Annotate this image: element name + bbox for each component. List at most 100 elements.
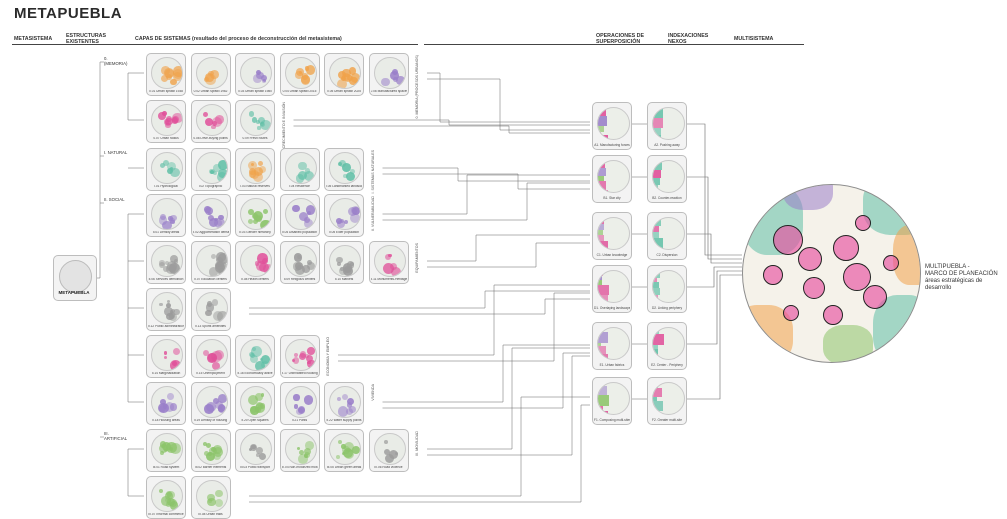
page-title: METAPUEBLA: [14, 5, 123, 22]
layer-tile[interactable]: II.10 Markets: [324, 241, 364, 284]
indexation-tile[interactable]: B2. Counter-reaction: [647, 155, 687, 203]
layer-tile[interactable]: 0.07 Urban radius: [146, 100, 186, 143]
layer-map-thumbnail: [151, 245, 183, 277]
layer-caption: 0.09 Fresh routes: [242, 137, 268, 141]
layer-tile[interactable]: 0.02 Urban sprawl 1962: [190, 53, 231, 96]
layer-tile[interactable]: II.14 Marginalization: [146, 335, 186, 378]
layer-caption: III.05 Urban green areas: [326, 466, 362, 470]
layer-caption: II.20 Open squares: [241, 419, 269, 423]
header-rule-left: [12, 44, 418, 45]
layer-tile[interactable]: 0.09 Fresh routes: [235, 100, 275, 143]
layer-tile[interactable]: II.17 Uninhabited housing: [279, 335, 320, 378]
indexation-map-thumbnail: [652, 160, 685, 193]
operation-tile[interactable]: F1. Composing multi-sites: [592, 377, 632, 425]
layer-tile[interactable]: III.02 Barrier elements: [190, 429, 231, 472]
layer-map-thumbnail: [195, 245, 228, 277]
operation-tile[interactable]: A1. Manufacturing forces: [592, 102, 632, 150]
layer-tile[interactable]: III.04 Non-motorized mob.: [279, 429, 320, 472]
layer-map-thumbnail: [329, 245, 361, 277]
layer-tile[interactable]: II.13 Sports amenities: [190, 288, 231, 331]
layer-tile[interactable]: II.05 Elder population: [324, 194, 364, 237]
row-label: Equipamientos: [415, 243, 419, 273]
indexation-tile[interactable]: D2. Linking periphery: [647, 265, 687, 313]
layer-caption: 0.01 Urban sprawl 1938: [149, 90, 183, 94]
layer-tile[interactable]: 0.04 Urban sprawl 2015: [279, 53, 320, 96]
connector-line: [338, 292, 590, 362]
operation-tile[interactable]: D1. Overlaying landscapes: [592, 265, 632, 313]
layer-caption: I.05 Landmarked landscape: [326, 185, 362, 189]
connector-line: [427, 72, 590, 123]
layer-tile[interactable]: 0.05 Urban sprawl 2025: [324, 53, 364, 96]
layer-tile[interactable]: II.07 Education centers: [190, 241, 231, 284]
connector-line: [687, 176, 742, 260]
layer-caption: 0.05 Urban sprawl 2025: [327, 90, 361, 94]
layer-map-thumbnail: [373, 433, 406, 465]
operation-tile[interactable]: B1. Star city: [592, 155, 632, 203]
operation-map-thumbnail: [597, 327, 630, 360]
connector-line: [249, 290, 590, 309]
layer-tile[interactable]: I.01 Hydrological: [146, 148, 186, 191]
indexation-tile[interactable]: E2. Center - Periphery: [647, 322, 687, 370]
layer-tile[interactable]: II.16 Economically active: [235, 335, 275, 378]
layer-tile[interactable]: II.09 Religious centers: [279, 241, 320, 284]
indexation-tile[interactable]: C2. Dispersion: [647, 212, 687, 260]
layer-map-thumbnail: [240, 152, 272, 184]
indexation-tile[interactable]: F2. Greater multi-site: [647, 377, 687, 425]
layer-map-thumbnail: [151, 104, 183, 136]
layer-tile[interactable]: II.03 Gender hierarchy: [235, 194, 275, 237]
layer-tile[interactable]: II.01 Density areas: [146, 194, 186, 237]
layer-tile[interactable]: II.20 Open squares: [235, 382, 275, 425]
layer-tile[interactable]: 0.01 Urban sprawl 1938: [146, 53, 186, 96]
layer-tile[interactable]: 0.06 Manufactured spaces: [368, 53, 409, 96]
layer-tile[interactable]: I.03 Natural reserves: [235, 148, 275, 191]
layer-tile[interactable]: III.06 Road violence: [368, 429, 409, 472]
layer-tile[interactable]: II.22 Water supply points: [324, 382, 364, 425]
connector-line: [382, 167, 590, 182]
layer-tile[interactable]: II.21 Parks: [279, 382, 320, 425]
layer-tile[interactable]: II.04 Disabled population: [279, 194, 320, 237]
layer-map-thumbnail: [151, 480, 183, 512]
layer-caption: II.14 Marginalization: [151, 372, 181, 376]
strategic-area-circle: [855, 215, 871, 231]
layer-tile[interactable]: III.07 Informal commerce: [146, 476, 186, 519]
layer-tile[interactable]: III.01 Road system: [146, 429, 186, 472]
layer-tile[interactable]: II.12 Public administration: [146, 288, 186, 331]
layer-tile[interactable]: II.06 Services demolition: [146, 241, 186, 284]
layer-caption: I.01 Hydrological: [154, 185, 178, 189]
layer-tile[interactable]: I.05 Landmarked landscape: [324, 148, 364, 191]
map-region: [783, 185, 833, 210]
layer-caption: I.02 Topographic: [198, 185, 223, 189]
indexation-tile[interactable]: A2. Pushing away: [647, 102, 687, 150]
connector-line: [382, 344, 590, 403]
layer-caption: III.07 Informal commerce: [148, 513, 184, 517]
layer-map-thumbnail: [195, 386, 228, 418]
operation-tile[interactable]: E1. Urban fabrics: [592, 322, 632, 370]
operation-caption: F1. Composing multi-sites: [594, 418, 630, 422]
operation-tile[interactable]: C1. Urban knowledge: [592, 212, 632, 260]
layer-tile[interactable]: III.05 Urban green areas: [324, 429, 364, 472]
layer-tile[interactable]: II.11 Monuments-Heritage: [368, 241, 409, 284]
layer-map-thumbnail: [151, 57, 183, 89]
connector-line: [427, 234, 590, 262]
strategic-area-circle: [803, 277, 825, 299]
layer-tile[interactable]: II.15 Unemployment: [190, 335, 231, 378]
layer-tile[interactable]: II.02 Agglomeration density: [190, 194, 231, 237]
multisistema-map[interactable]: [742, 184, 921, 363]
layer-caption: II.03 Gender hierarchy: [239, 231, 271, 235]
layer-tile[interactable]: II.18 Housing areas: [146, 382, 186, 425]
layer-tile[interactable]: III.03 Public transport: [235, 429, 275, 472]
layer-tile[interactable]: II.19 Density of housing: [190, 382, 231, 425]
indexation-caption: E2. Center - Periphery: [651, 363, 683, 367]
layer-tile[interactable]: III.08 Urban trails: [190, 476, 231, 519]
layer-tile[interactable]: I.02 Topographic: [190, 148, 231, 191]
layer-tile[interactable]: 0.03 Urban sprawl 1980: [235, 53, 275, 96]
layer-caption: II.05 Elder population: [328, 231, 360, 235]
layer-tile[interactable]: 0.08 Drive-buying points: [190, 100, 231, 143]
layer-caption: 0.02 Urban sprawl 1962: [193, 90, 228, 94]
layer-tile[interactable]: I.04 Resilience: [279, 148, 320, 191]
layer-map-thumbnail: [284, 152, 317, 184]
layer-caption: II.19 Density of housing: [193, 419, 228, 423]
metasistema-thumbnail[interactable]: [53, 255, 97, 301]
layer-tile[interactable]: II.08 Health centers: [235, 241, 275, 284]
multisistema-line3: áreas estratégicas de desarrollo: [925, 278, 983, 291]
